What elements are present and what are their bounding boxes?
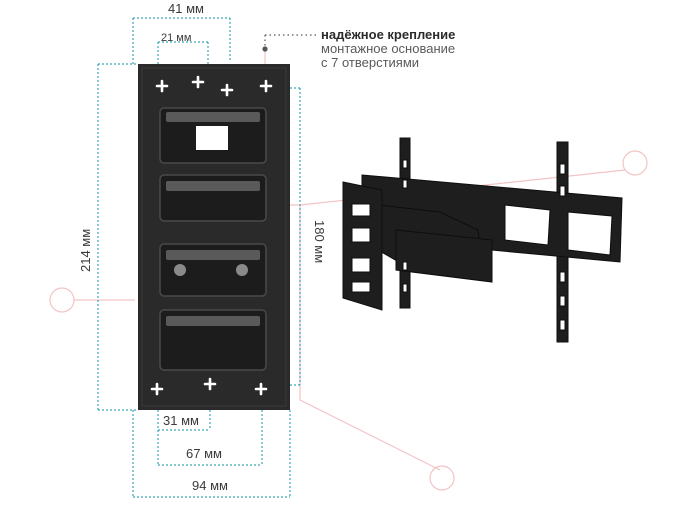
callout-leader (264, 34, 318, 46)
dim-bottom-67-label: 67 мм (186, 446, 222, 461)
callout-title: надёжное крепление (321, 27, 456, 42)
center-window (196, 126, 228, 150)
guide-circle-left (49, 287, 75, 313)
dim-top-inner-label: 21 мм (161, 32, 192, 44)
guide-circle-right (622, 150, 648, 176)
dim-left-height-label: 214 мм (78, 228, 93, 272)
dim-bottom-94-label: 94 мм (192, 478, 228, 493)
callout-line2: с 7 отверстиями (321, 55, 420, 70)
wall-plate (138, 64, 290, 410)
callout-line1: монтажное основание (321, 41, 456, 56)
arm-mount (342, 137, 623, 343)
dim-bottom-31-label: 31 мм (163, 413, 199, 428)
dimension-lines (97, 17, 301, 498)
dim-right-height-label: 180 мм (312, 220, 327, 264)
dim-top-outer-label: 41 мм (168, 1, 204, 16)
guide-circle-bottom (429, 465, 455, 491)
bolts (174, 264, 248, 276)
callout-dot (262, 46, 268, 52)
mounting-holes (150, 75, 273, 396)
slot-highlights (166, 112, 260, 326)
folding-arm-lower (395, 229, 493, 283)
callout-text: надёжное крепление монтажное основание с… (321, 28, 455, 70)
